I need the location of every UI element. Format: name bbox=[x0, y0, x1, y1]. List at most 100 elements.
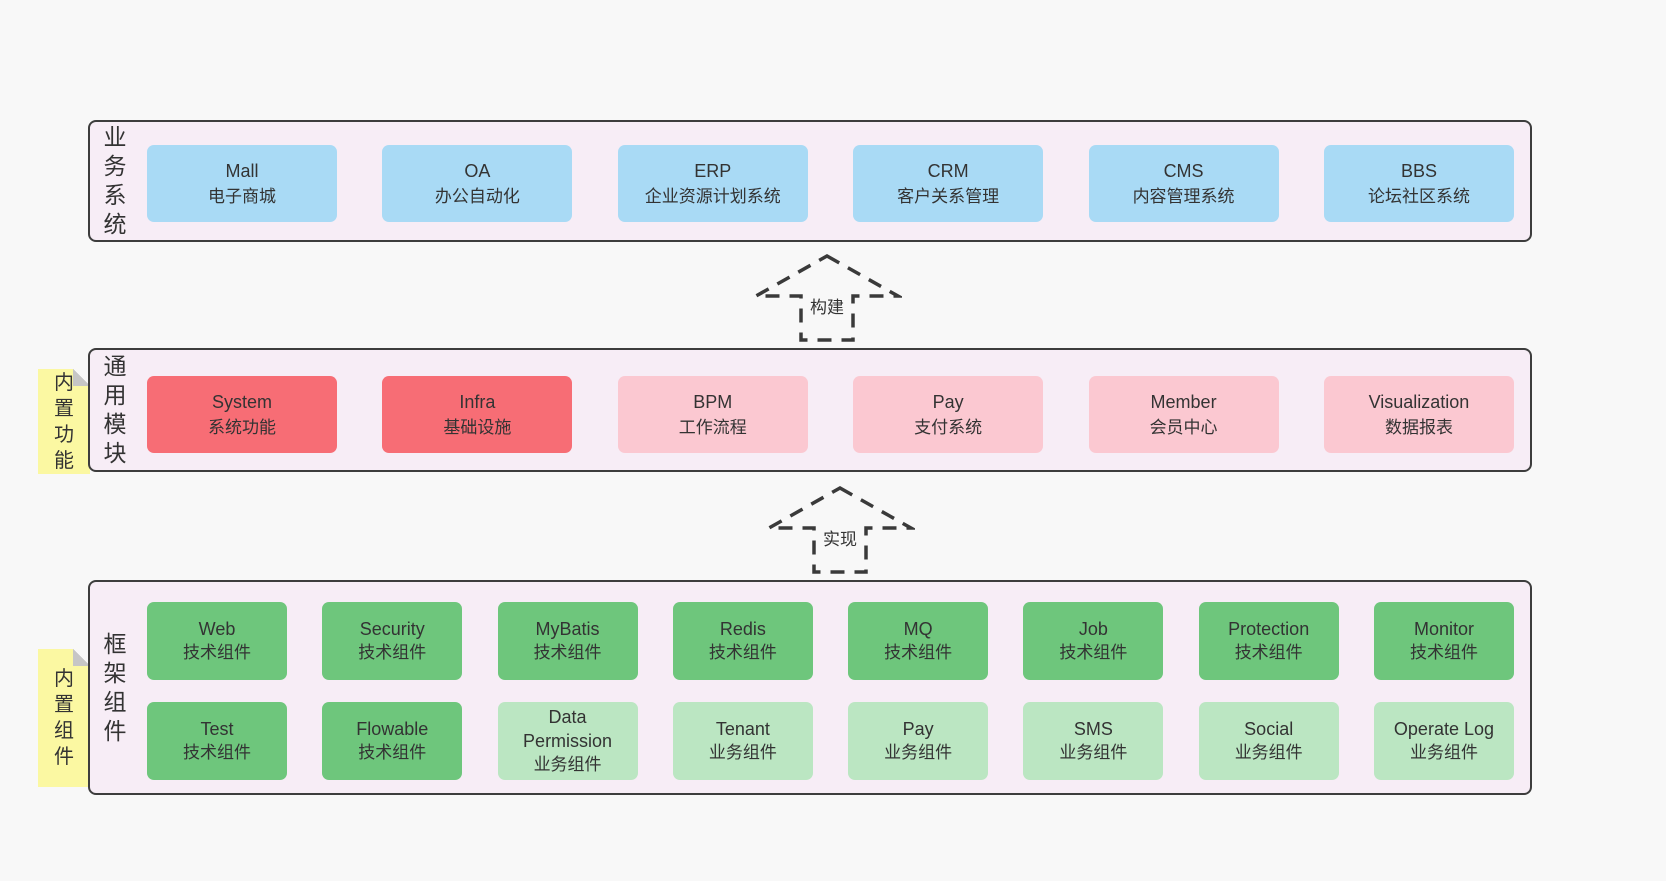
box-subtitle: 业务组件 bbox=[708, 743, 777, 762]
box-title: System bbox=[211, 391, 272, 412]
box-subtitle: 办公自动化 bbox=[434, 186, 520, 206]
box-subtitle: 企业资源计划系统 bbox=[644, 186, 781, 206]
box-subtitle: 业务组件 bbox=[1059, 743, 1128, 762]
box-title: Mall bbox=[225, 160, 259, 181]
box-pay: Pay 业务组件 bbox=[848, 702, 989, 780]
box-crm: CRM 客户关系管理 bbox=[853, 145, 1044, 222]
box-subtitle: 内容管理系统 bbox=[1132, 186, 1235, 206]
box-title: ERP bbox=[694, 160, 732, 181]
box-title: Web bbox=[198, 619, 236, 639]
box-cms: CMS 内容管理系统 bbox=[1088, 145, 1279, 222]
box-subtitle: 客户关系管理 bbox=[897, 186, 1000, 206]
box-subtitle: 系统功能 bbox=[208, 417, 276, 437]
box-title: MyBatis bbox=[535, 619, 600, 639]
box-subtitle: 电子商城 bbox=[208, 186, 276, 206]
box-tenant: Tenant 业务组件 bbox=[672, 702, 813, 780]
box-subtitle: 会员中心 bbox=[1149, 417, 1218, 437]
box-subtitle: 业务组件 bbox=[1409, 743, 1478, 762]
box-bpm: BPM 工作流程 bbox=[617, 376, 808, 453]
box-subtitle: 技术组件 bbox=[183, 643, 251, 662]
box-security: Security 技术组件 bbox=[322, 602, 463, 680]
box-title: CRM bbox=[927, 160, 969, 181]
dashed-up-arrow-build: 构建 bbox=[752, 253, 902, 343]
box-subtitle: 技术组件 bbox=[358, 643, 427, 662]
box-flowable: Flowable 技术组件 bbox=[322, 702, 463, 780]
box-title: Pay bbox=[902, 719, 934, 739]
box-subtitle: 数据报表 bbox=[1384, 417, 1453, 437]
box-title: Social bbox=[1244, 719, 1294, 739]
sticky-note-label: 内置功能 bbox=[54, 371, 74, 472]
box-subtitle: 技术组件 bbox=[358, 743, 427, 762]
sticky-note-built-in-features: 内置功能 bbox=[38, 369, 90, 474]
box-subtitle: 技术组件 bbox=[183, 743, 251, 762]
box-title: Redis bbox=[719, 619, 766, 639]
box-subtitle: 支付系统 bbox=[914, 417, 983, 437]
box-subtitle: 业务组件 bbox=[533, 755, 602, 774]
box-subtitle: 技术组件 bbox=[1234, 643, 1303, 662]
box-web: Web 技术组件 bbox=[147, 602, 287, 680]
box-job: Job 技术组件 bbox=[1023, 602, 1164, 680]
box-subtitle: 业务组件 bbox=[884, 743, 953, 762]
box-title: Flowable bbox=[356, 719, 429, 739]
up-arrow-icon bbox=[752, 253, 902, 342]
box-monitor: Monitor 技术组件 bbox=[1373, 602, 1514, 680]
box-title: BPM bbox=[693, 391, 733, 412]
layer-title-framework-components: 框架组件 bbox=[103, 630, 127, 744]
sticky-note-label: 内置组件 bbox=[54, 668, 74, 768]
sticky-fold-corner bbox=[73, 369, 90, 386]
box-title: Test bbox=[200, 719, 234, 739]
box-infra: Infra 基础设施 bbox=[382, 376, 573, 453]
box-subtitle: 技术组件 bbox=[533, 643, 602, 662]
box-title: CMS bbox=[1163, 160, 1204, 181]
box-subtitle: 基础设施 bbox=[443, 417, 512, 437]
box-subtitle: 技术组件 bbox=[708, 643, 777, 662]
box-visualization: Visualization 数据报表 bbox=[1323, 376, 1514, 453]
box-subtitle: 技术组件 bbox=[1059, 643, 1128, 662]
box-mybatis: MyBatis 技术组件 bbox=[497, 602, 638, 680]
box-sms: SMS 业务组件 bbox=[1023, 702, 1164, 780]
layer-title-common-modules: 通用模块 bbox=[103, 353, 127, 466]
box-title: Protection bbox=[1228, 619, 1310, 639]
box-title: Tenant bbox=[715, 719, 770, 739]
box-title: Monitor bbox=[1413, 619, 1474, 639]
arrow-label-build: 构建 bbox=[807, 292, 847, 318]
box-pay: Pay 支付系统 bbox=[853, 376, 1044, 453]
arrow-label-implement: 实现 bbox=[820, 524, 860, 550]
sticky-note-built-in-components: 内置组件 bbox=[38, 649, 90, 787]
box-system: System 系统功能 bbox=[147, 376, 337, 453]
box-redis: Redis 技术组件 bbox=[672, 602, 813, 680]
dashed-up-arrow-implement: 实现 bbox=[765, 485, 915, 575]
box-subtitle: 技术组件 bbox=[1409, 643, 1478, 662]
box-title: Security bbox=[359, 619, 425, 639]
box-subtitle: 论坛社区系统 bbox=[1367, 186, 1470, 206]
box-protection: Protection 技术组件 bbox=[1198, 602, 1339, 680]
sticky-fold-corner bbox=[73, 649, 90, 666]
box-title: Data Permission bbox=[523, 707, 613, 751]
layer-title-business-systems: 业务系统 bbox=[103, 124, 127, 237]
up-arrow-icon bbox=[765, 485, 915, 574]
box-title: Operate Log bbox=[1393, 719, 1494, 739]
box-title: Pay bbox=[932, 391, 964, 412]
box-erp: ERP 企业资源计划系统 bbox=[617, 145, 808, 222]
box-title: SMS bbox=[1073, 719, 1113, 739]
layer-common-modules: 通用模块 System 系统功能 Infra 基础设施 BPM 工作流程 Pay 支付系统 Me… bbox=[88, 348, 1532, 472]
box-title: BBS bbox=[1400, 160, 1437, 181]
box-title: Infra bbox=[459, 391, 496, 412]
box-mall: Mall 电子商城 bbox=[147, 145, 337, 222]
box-title: Job bbox=[1078, 619, 1108, 639]
box-subtitle: 工作流程 bbox=[678, 417, 747, 437]
box-title: Visualization bbox=[1368, 391, 1470, 412]
